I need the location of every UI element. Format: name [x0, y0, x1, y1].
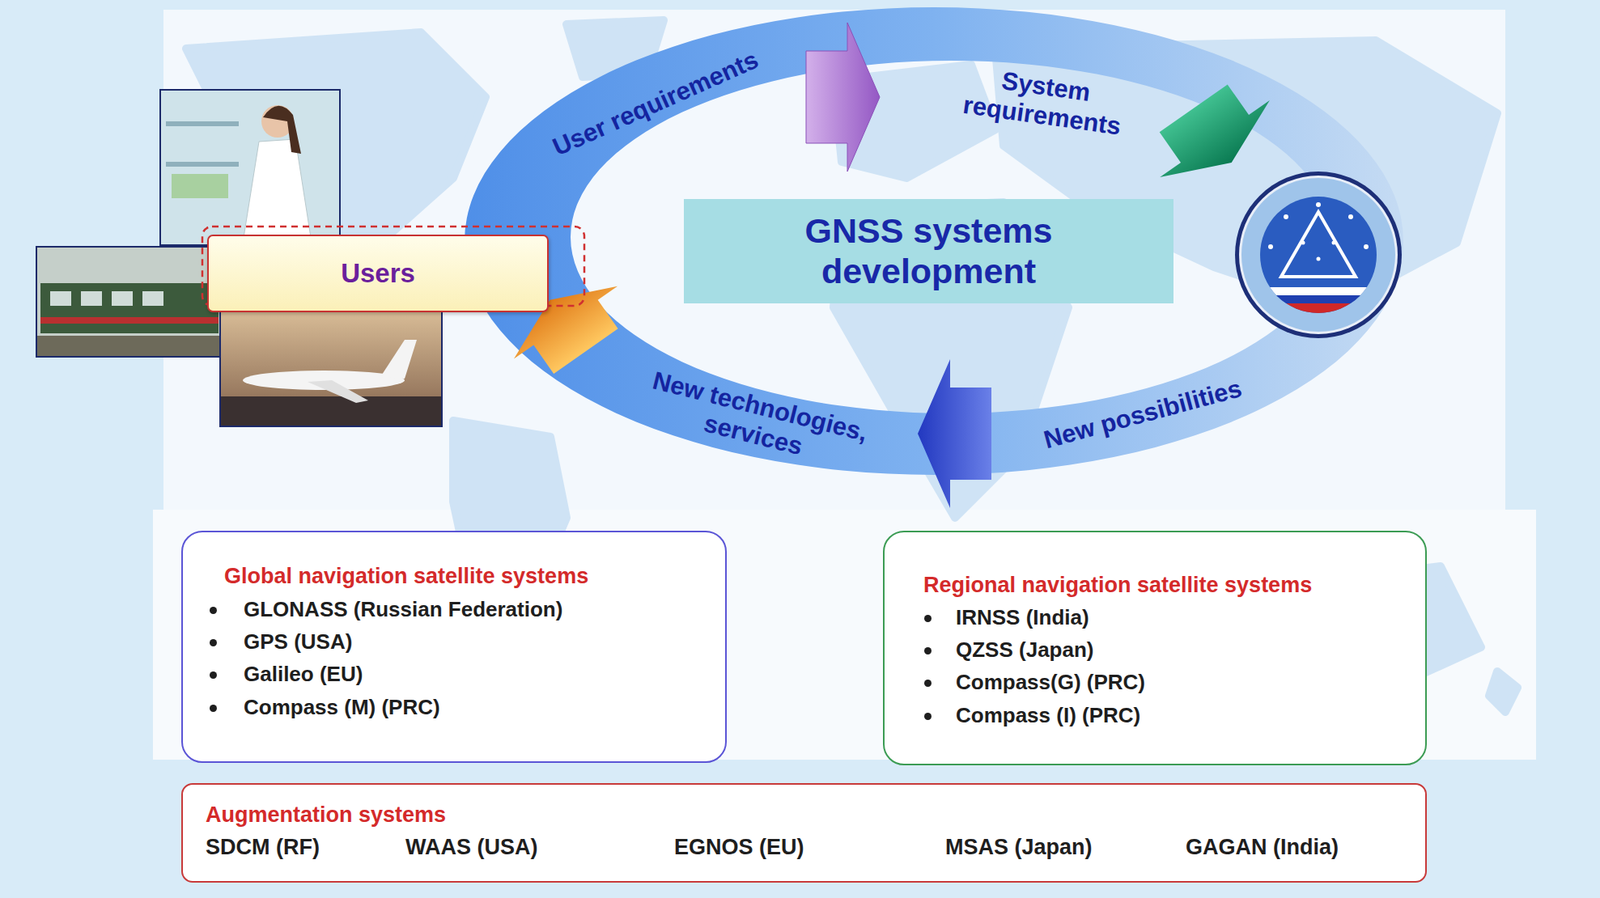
emblem-ring	[1239, 175, 1398, 335]
star	[1348, 214, 1354, 220]
list-item: IRNSS (India)	[955, 605, 1090, 631]
lab-bottles	[171, 174, 229, 199]
star	[1315, 202, 1321, 208]
star	[1332, 241, 1337, 246]
list-item: GLONASS (Russian Federation)	[243, 597, 563, 623]
bullet-dot	[924, 615, 932, 623]
list-item: QZSS (Japan)	[955, 637, 1094, 663]
global-systems-box: Global navigation satellite systemsGLONA…	[181, 530, 727, 764]
list-item: GPS (USA)	[243, 629, 353, 655]
lab-photo	[160, 89, 340, 246]
augmentation-systems-box: Augmentation systemsSDCM (RF) WAAS (USA) E…	[181, 783, 1427, 883]
photo-frame	[160, 89, 340, 246]
box-label: GNSS systems development	[755, 211, 1104, 292]
flow-label: New technologies, services	[623, 361, 890, 481]
shelf	[165, 161, 239, 167]
train-photo	[36, 246, 221, 357]
regional-systems-box: Regional navigation satellite systemsIRN…	[882, 530, 1427, 766]
emblem-stars	[1268, 202, 1369, 262]
train-window	[80, 291, 102, 306]
list-item: MSAS (Japan)	[945, 834, 1093, 861]
flow-arrow	[806, 22, 880, 172]
list-item: Galileo (EU)	[243, 662, 363, 688]
flow-label: User requirements	[548, 45, 764, 162]
bullet-dot	[209, 606, 217, 615]
users-box: Users	[207, 234, 549, 313]
photo-frame	[220, 305, 442, 427]
flow-label: New possibilities	[1040, 373, 1245, 455]
photo-frame	[36, 246, 221, 357]
box-heading: Regional navigation satellite systems	[923, 572, 1312, 599]
bullet-dot	[924, 647, 932, 655]
star	[1316, 257, 1321, 262]
train-window	[142, 291, 164, 306]
star	[1301, 241, 1306, 246]
bullet-dot	[209, 704, 217, 713]
star	[1363, 244, 1369, 250]
emblem-triangle	[1281, 212, 1356, 277]
plane-wing	[307, 380, 369, 404]
bullet-dot	[209, 671, 217, 680]
list-item: SDCM (RF)	[205, 834, 320, 861]
bullet-dot	[209, 639, 217, 647]
list-item: EGNOS (EU)	[674, 834, 805, 861]
bullet-dot	[924, 679, 932, 688]
train-window	[111, 291, 133, 306]
plane-tail	[380, 339, 417, 379]
star	[1283, 214, 1289, 220]
emblem-band	[1241, 178, 1396, 332]
ground	[37, 335, 220, 357]
list-item: WAAS (USA)	[405, 834, 539, 861]
train-body	[40, 283, 219, 334]
emblem-rim	[1235, 171, 1402, 339]
title-box: GNSS systems development	[683, 199, 1174, 304]
train-stripe	[40, 317, 219, 324]
box-heading: Global navigation satellite systems	[224, 563, 589, 590]
flow-arrow	[917, 359, 992, 509]
flag-stripe	[1254, 295, 1384, 304]
runway	[220, 396, 442, 426]
box-label: Users	[340, 257, 416, 290]
flow-arrow	[1138, 69, 1287, 201]
map-panel	[163, 9, 1506, 510]
emblem-flag	[1254, 287, 1384, 320]
flag-stripe	[1254, 303, 1384, 320]
list-item: Compass(G) (PRC)	[955, 670, 1146, 696]
continent	[1489, 671, 1518, 713]
box-heading: Augmentation systems	[205, 802, 446, 828]
list-item: Compass (M) (PRC)	[243, 695, 441, 721]
list-item: GAGAN (India)	[1185, 834, 1339, 861]
flag-stripe	[1254, 287, 1384, 296]
bullet-dot	[924, 712, 932, 721]
star	[1268, 244, 1274, 250]
list-item: Compass (I) (PRC)	[955, 703, 1141, 729]
train-window	[50, 291, 72, 306]
shelf	[165, 121, 239, 127]
flow-label: System requirements	[939, 58, 1148, 144]
glonass-emblem	[1235, 171, 1402, 339]
lab-coat	[242, 139, 312, 243]
hair	[263, 106, 302, 154]
plane-photo	[220, 305, 442, 427]
